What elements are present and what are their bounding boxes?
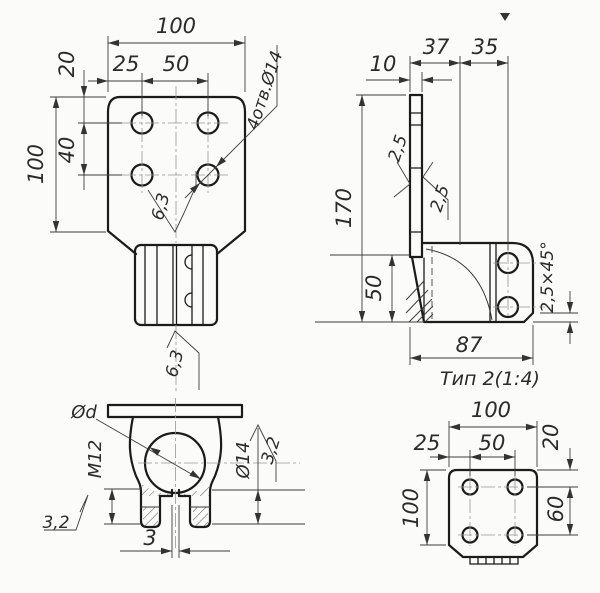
dim-side-base-length: 87 bbox=[456, 333, 483, 357]
section-dimensions bbox=[44, 418, 305, 558]
section-centerlines bbox=[138, 398, 300, 548]
gusset-curve bbox=[425, 248, 493, 321]
dim-bore-dia: Ød bbox=[70, 402, 97, 423]
dim-bottom-width: 100 bbox=[471, 398, 511, 422]
dim-front-hole-pitch: 50 bbox=[163, 52, 190, 76]
dim-side-height: 170 bbox=[332, 188, 356, 228]
roughness-check-b bbox=[422, 161, 449, 220]
side-part-outline bbox=[405, 93, 535, 324]
roughness-section-right: 3,2 bbox=[258, 435, 285, 467]
dim-hole-dia: Ø14 bbox=[233, 441, 254, 479]
dim-bottom-row-pitch: 60 bbox=[544, 496, 568, 523]
dim-side-thickness: 10 bbox=[370, 52, 397, 76]
dim-side-base-height: 50 bbox=[362, 275, 386, 302]
dim-front-hole-offset: 25 bbox=[113, 52, 140, 76]
section-view: Ød M12 3,2 Ø14 3,2 3 bbox=[42, 398, 305, 558]
dim-slot-gap: 3 bbox=[143, 526, 156, 550]
front-view: 100 25 50 20 40 100 4отв.Ø14 6,3 6,3 bbox=[24, 14, 287, 392]
bottom-dimensions bbox=[420, 421, 578, 546]
dim-front-height: 100 bbox=[24, 144, 48, 184]
roughness-check-top bbox=[147, 171, 197, 233]
dim-front-edge-margin: 20 bbox=[55, 51, 79, 78]
bottom-view: 100 25 50 20 100 60 bbox=[399, 398, 578, 565]
dim-side-offset-a: 37 bbox=[423, 35, 450, 59]
note-holes: 4отв.Ø14 bbox=[243, 49, 287, 133]
bottom-part-outline bbox=[447, 468, 539, 565]
side-centerlines bbox=[493, 250, 545, 318]
side-hatching bbox=[405, 280, 434, 323]
roughness-side-b: 2,5 bbox=[427, 183, 454, 215]
dim-bottom-height: 100 bbox=[399, 488, 423, 528]
roughness-check-left bbox=[44, 494, 89, 531]
dim-front-row-pitch: 40 bbox=[55, 137, 79, 164]
roughness-front-bottom: 6,3 bbox=[162, 348, 188, 379]
front-centerlines bbox=[122, 86, 228, 392]
front-dimensions bbox=[50, 36, 278, 390]
roughness-side-a: 2,5 bbox=[385, 133, 412, 165]
dim-bottom-hole-pitch: 50 bbox=[479, 431, 506, 455]
front-part-outline bbox=[106, 95, 247, 327]
view-title: Тип 2(1:4) bbox=[440, 368, 540, 390]
corner-mark bbox=[500, 13, 510, 21]
bottom-centerlines bbox=[458, 476, 527, 546]
dim-front-width: 100 bbox=[156, 14, 196, 38]
side-dimensions bbox=[315, 13, 578, 365]
dim-side-chamfer: 2,5×45° bbox=[538, 241, 558, 312]
side-view: 10 37 35 170 50 87 2,5 2,5 2,5×45° Тип 2… bbox=[315, 13, 578, 390]
section-part-outline bbox=[106, 403, 244, 529]
holes-leader-line bbox=[184, 45, 278, 199]
dim-side-offset-b: 35 bbox=[472, 35, 499, 59]
dim-bottom-edge-margin: 20 bbox=[539, 424, 563, 451]
slot-teeth bbox=[469, 556, 519, 565]
roughness-check-right bbox=[249, 423, 277, 482]
roughness-check-bottom bbox=[166, 330, 200, 390]
bore-leader-line bbox=[95, 418, 201, 480]
dim-thread: M12 bbox=[85, 440, 106, 478]
roughness-section-left: 3,2 bbox=[42, 513, 69, 533]
dim-bottom-hole-offset: 25 bbox=[414, 431, 441, 455]
section-hatching bbox=[142, 484, 209, 526]
roughness-check-a bbox=[393, 161, 411, 198]
